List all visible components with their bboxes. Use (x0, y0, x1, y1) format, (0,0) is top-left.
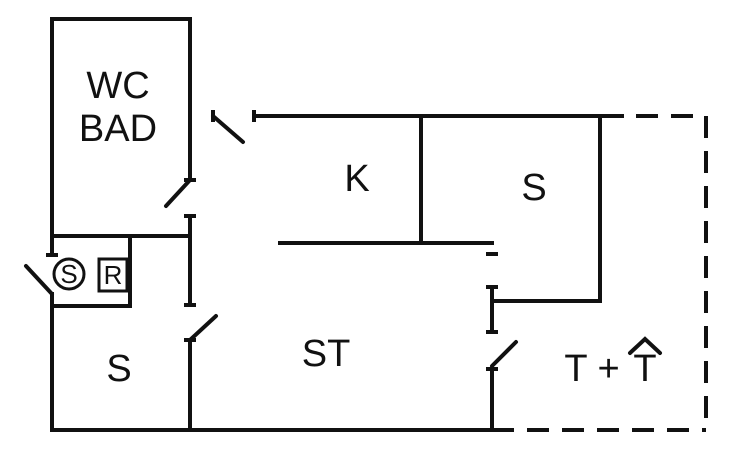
bath-door (164, 178, 196, 218)
entrance-door (211, 110, 256, 144)
room-label-living: ST (302, 333, 351, 375)
room-label-bedroom-left: S (106, 348, 131, 390)
circle-fixture: S (52, 257, 86, 291)
room-label-kitchen: K (344, 158, 369, 200)
square-fixture: R (97, 257, 129, 293)
circle-fixture-label: S (60, 259, 77, 289)
square-fixture-label: R (104, 260, 123, 290)
room-label-terrace-prefix: T + (564, 348, 619, 390)
utility-door (24, 253, 58, 296)
room-label-wc: WC (86, 65, 149, 107)
caret-accent-icon (628, 336, 662, 355)
wc-bath-walls (50, 17, 192, 238)
terrace-door (486, 330, 518, 371)
room-label-bedroom-right: S (521, 167, 546, 209)
room-label-bad: BAD (79, 108, 157, 150)
room-label-terrace-letter: T (633, 348, 656, 390)
bedroom-left-door (184, 314, 218, 342)
